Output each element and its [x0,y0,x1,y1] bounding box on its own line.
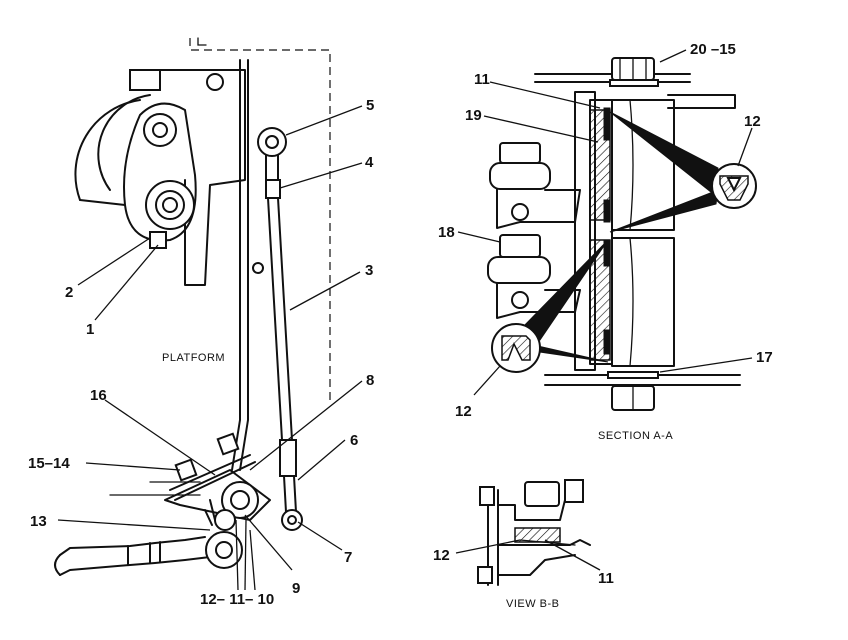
callout-12-11-10: 12– 11– 10 [200,591,274,608]
callout-15-14: 15–14 [28,455,70,472]
section-a-a [487,57,757,411]
callout-4: 4 [365,154,374,171]
callout-1: 1 [86,321,94,338]
view-bb-leaders [455,539,601,571]
callout-8: 8 [366,372,374,389]
callout-17: 17 [756,349,773,366]
callout-20-15: 20 –15 [690,41,736,58]
callout-16: 16 [90,387,107,404]
callout-11-section: 11 [474,71,490,88]
right-leaders [457,49,753,396]
main-linkage-assembly [54,37,331,576]
platform-label: PLATFORM [162,352,225,364]
callout-numbers: 1 2 3 4 5 8 6 7 9 13 15–14 16 12– 11– 10… [28,41,773,608]
view-bb-label: VIEW B-B [506,598,560,610]
callout-12-detail-top: 12 [744,113,761,130]
callout-9: 9 [292,580,300,597]
left-leaders [57,105,363,591]
callout-2: 2 [65,284,73,301]
callout-3: 3 [365,262,373,279]
callout-18: 18 [438,224,455,241]
section-aa-label: SECTION A-A [598,430,673,442]
callout-13: 13 [30,513,47,530]
callout-12-detail-bottom: 12 [455,403,472,420]
view-b-b [477,479,591,586]
callout-19: 19 [465,107,482,124]
captions: PLATFORM SECTION A-A VIEW B-B [162,352,673,610]
callout-6: 6 [350,432,358,449]
callout-11-view-bb: 11 [598,570,614,587]
callout-7: 7 [344,549,352,566]
callout-5: 5 [366,97,374,114]
callout-12-view-bb: 12 [433,547,450,564]
